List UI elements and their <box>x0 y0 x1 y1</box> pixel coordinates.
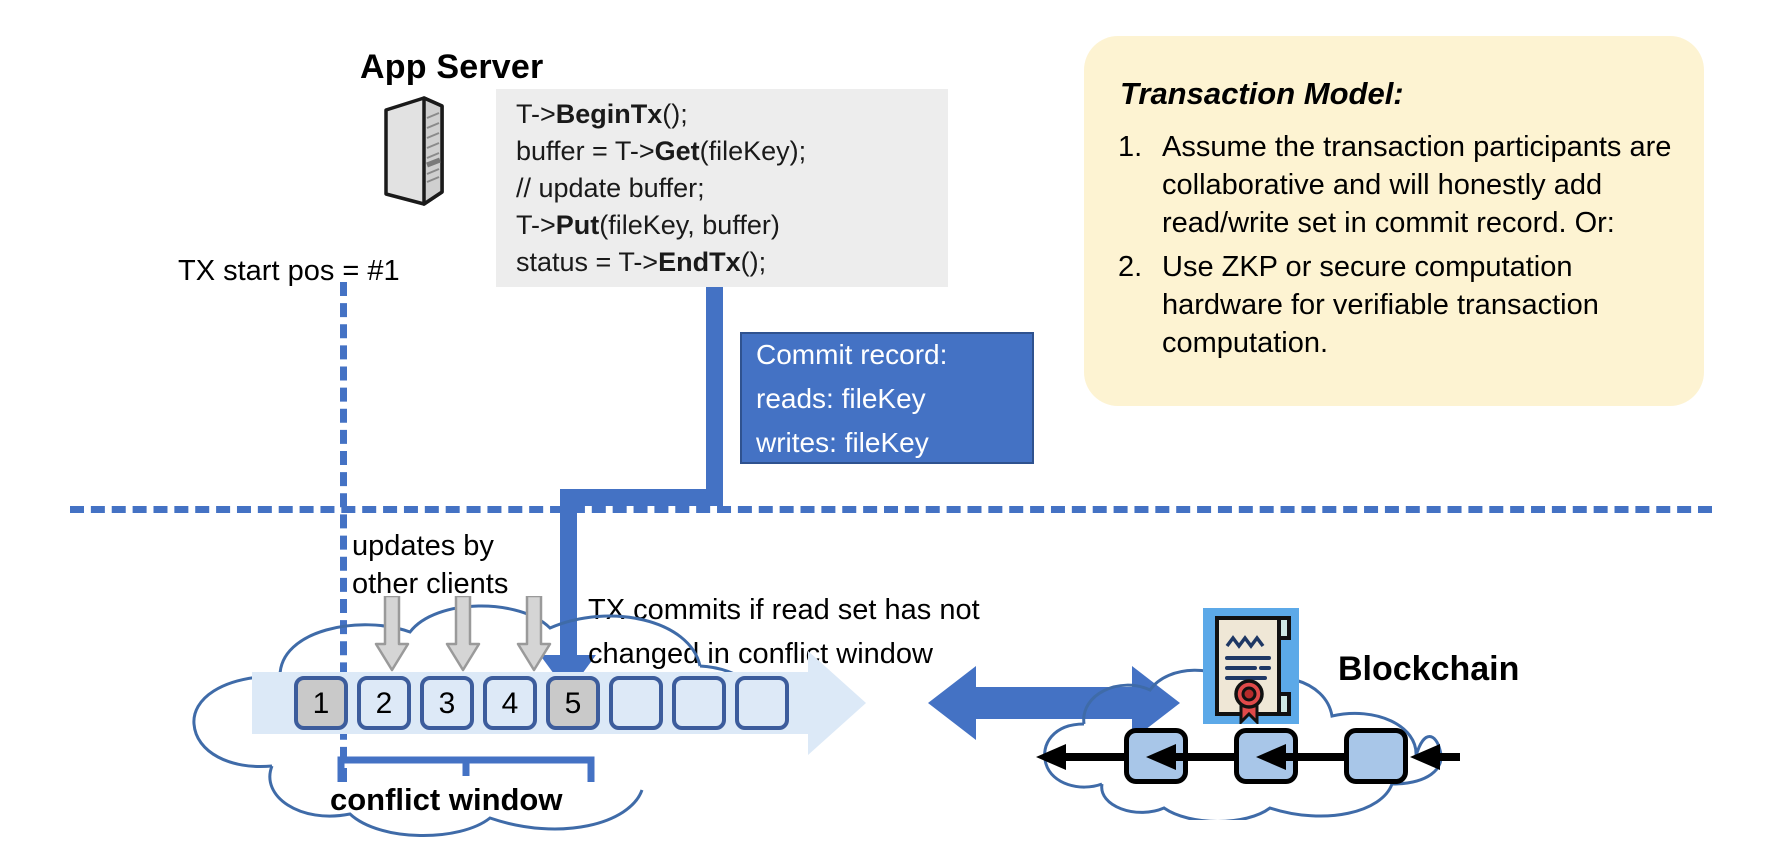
transaction-model-list: 1. Assume the transaction participants a… <box>1118 128 1698 368</box>
blockchain-block[interactable] <box>1344 728 1408 784</box>
list-item: 2. Use ZKP or secure computation hardwar… <box>1118 248 1698 362</box>
tx-start-dashed-line <box>340 282 347 782</box>
commit-connector-vertical-top <box>706 287 723 497</box>
list-item-text: Assume the transaction participants are … <box>1162 131 1672 239</box>
commit-record-text: Commit record: reads: fileKey writes: fi… <box>756 333 1056 465</box>
update-arrow-icon <box>374 594 410 676</box>
commit-record-box <box>740 332 1034 464</box>
tx-commit-condition-label: TX commits if read set has not changed i… <box>588 588 980 676</box>
commit-record-title: Commit record: <box>756 339 948 370</box>
code-line: T->BeginTx(); <box>516 99 688 129</box>
log-cell[interactable] <box>735 676 789 730</box>
log-cell[interactable]: 3 <box>420 676 474 730</box>
log-cell[interactable] <box>609 676 663 730</box>
code-line: // update buffer; <box>516 173 705 203</box>
double-headed-arrow-icon <box>928 660 1180 751</box>
log-cell[interactable]: 4 <box>483 676 537 730</box>
code-line: buffer = T->Get(fileKey); <box>516 136 807 166</box>
app-server-title: App Server <box>360 48 544 86</box>
log-cell[interactable]: 1 <box>294 676 348 730</box>
updates-label-line2: other clients <box>352 568 509 600</box>
commit-record-reads: reads: fileKey <box>756 383 926 414</box>
tx-start-position-label: TX start pos = #1 <box>178 255 400 287</box>
client-storage-divider <box>70 506 1712 513</box>
list-item-number: 2. <box>1118 251 1143 283</box>
conflict-window-label: conflict window <box>330 782 563 817</box>
blockchain-link-arrow-icon <box>1146 744 1238 775</box>
code-line: T->Put(fileKey, buffer) <box>516 210 780 240</box>
code-snippet: T->BeginTx(); buffer = T->Get(fileKey); … <box>516 96 956 281</box>
updates-label-line1: updates by <box>352 530 494 562</box>
commit-record-writes: writes: fileKey <box>756 427 929 458</box>
log-cell[interactable]: 2 <box>357 676 411 730</box>
log-cell[interactable]: 5 <box>546 676 600 730</box>
commit-label-line1: TX commits if read set has not <box>588 594 980 626</box>
code-snippet-background <box>496 89 948 287</box>
conflict-window-brace <box>337 752 595 791</box>
blockchain-link-arrow-icon <box>1410 744 1460 775</box>
commit-connector-vertical-down <box>560 489 577 673</box>
list-item-text: Use ZKP or secure computation hardware f… <box>1162 251 1599 359</box>
commit-connector-horizontal <box>560 489 723 506</box>
blockchain-label: Blockchain <box>1338 650 1520 688</box>
transaction-model-callout <box>1084 36 1704 406</box>
commit-label-line2: changed in conflict window <box>588 638 933 670</box>
log-cell[interactable] <box>672 676 726 730</box>
list-item-number: 1. <box>1118 131 1143 163</box>
update-arrow-icon <box>445 594 481 676</box>
updates-by-other-clients-label: updates by other clients <box>352 527 508 603</box>
update-arrow-icon <box>516 594 552 676</box>
certificate-seal-icon <box>1203 608 1299 726</box>
list-item: 1. Assume the transaction participants a… <box>1118 128 1698 242</box>
log-band-arrowhead <box>808 651 866 755</box>
transaction-model-title: Transaction Model: <box>1120 76 1404 111</box>
server-tower-icon <box>378 92 448 210</box>
code-line: status = T->EndTx(); <box>516 247 767 277</box>
blockchain-link-arrow-icon <box>1036 744 1128 775</box>
blockchain-link-arrow-icon <box>1256 744 1348 775</box>
